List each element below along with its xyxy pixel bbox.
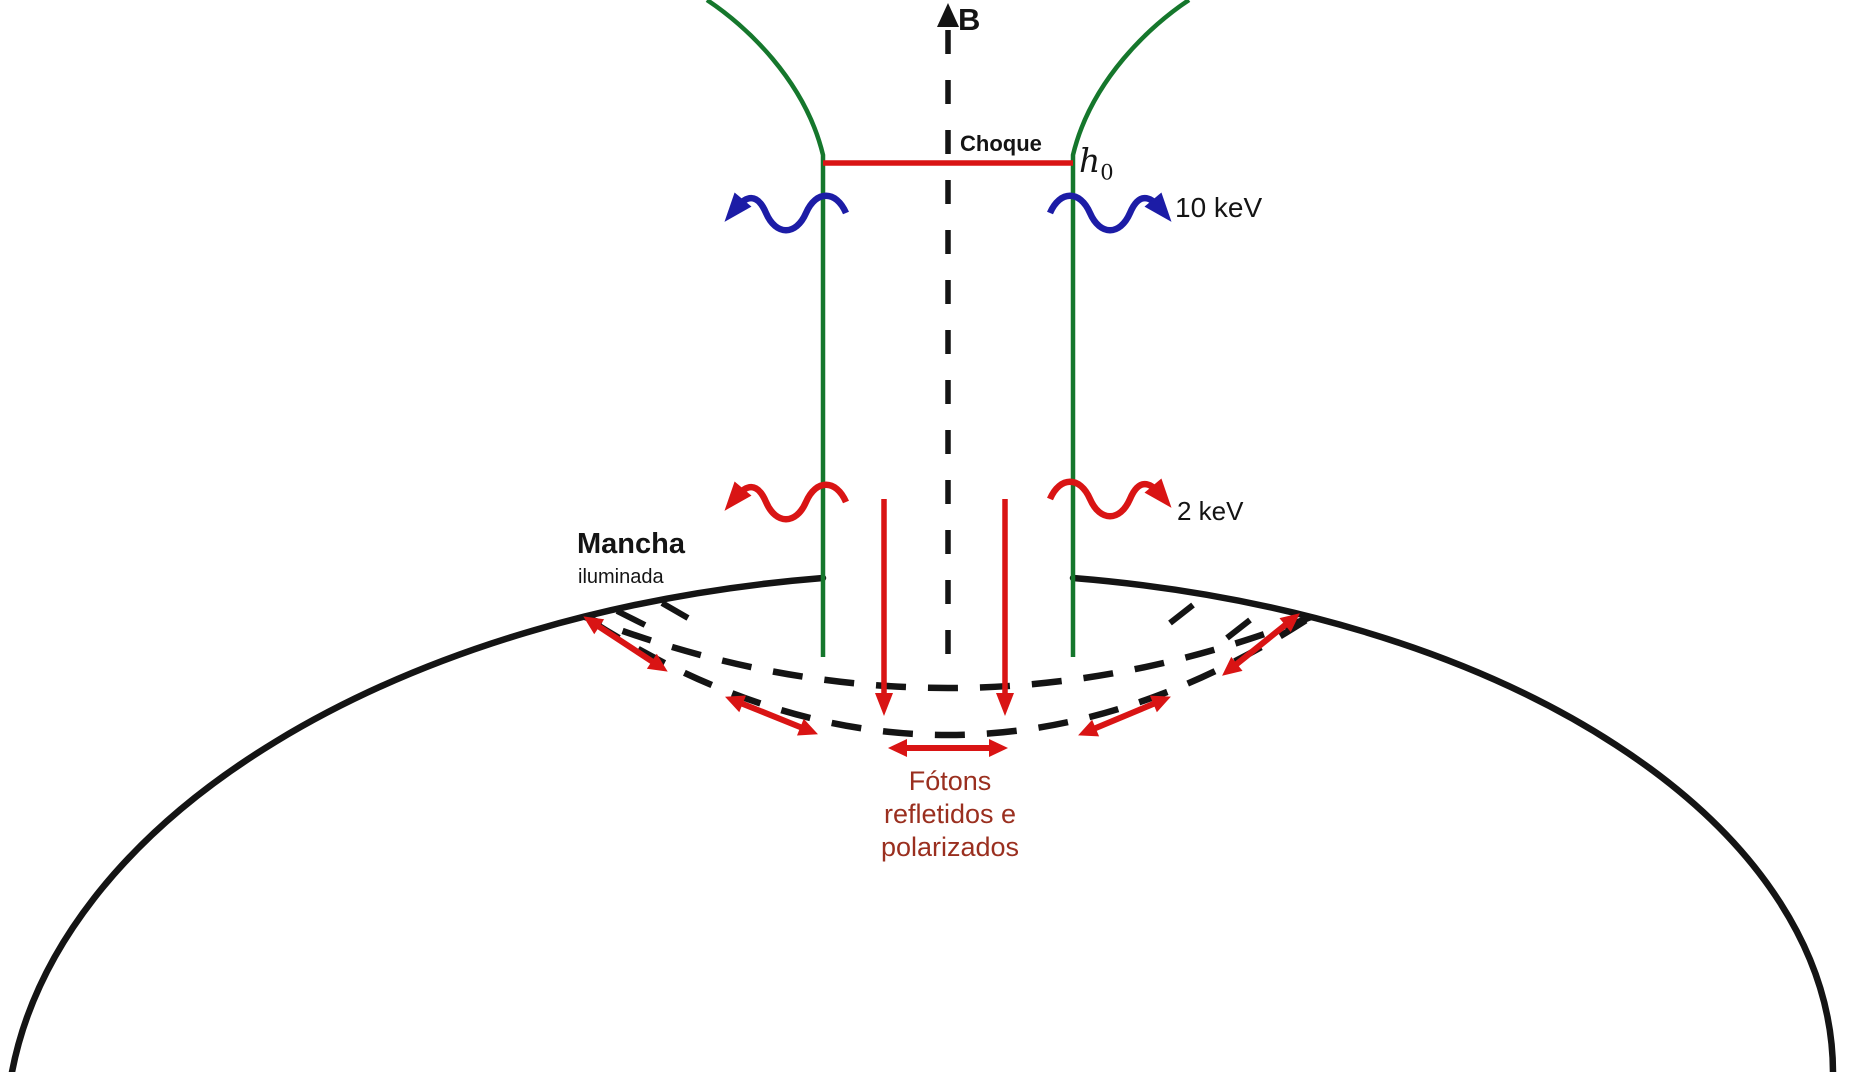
photon-energy-high-label: 10 keV xyxy=(1175,192,1263,223)
reflected-photons-label: Fótons refletidos e polarizados xyxy=(820,765,1080,864)
photon-wave-10kev-left-arrow xyxy=(724,192,849,234)
crater-outer-dashed-curve xyxy=(583,613,1313,692)
crater-inner-dashed-curve xyxy=(583,614,1313,739)
magnetic-field-label: B xyxy=(958,2,981,37)
star-surface-right-arc xyxy=(1069,574,1837,1072)
photon-energy-low-label: 2 keV xyxy=(1177,496,1244,526)
shock-height-symbol: h xyxy=(1079,141,1101,180)
photon-wave-2kev-right-arrow xyxy=(1047,478,1172,520)
crater-hatch-tick xyxy=(660,600,690,621)
photon-wave-10kev-right-arrow xyxy=(1047,192,1172,234)
reflected-photon-arrow-right-outer xyxy=(1222,613,1300,676)
magnetic-axis-arrowhead-icon xyxy=(937,3,959,27)
illuminated-spot-label-line2: iluminada xyxy=(578,566,664,588)
accretion-column-left-wall xyxy=(705,0,826,657)
reflected-photon-arrow-left-inner xyxy=(725,695,818,736)
photon-wave-2kev-left-arrow xyxy=(724,481,849,523)
reflected-photons-label-line2: refletidos e xyxy=(883,799,1017,829)
star-surface-left-arc xyxy=(8,574,827,1072)
shock-height-subscript: 0 xyxy=(1100,160,1114,185)
reflected-photon-arrow-left-outer xyxy=(583,616,668,672)
shock-height-label: h0 xyxy=(1079,141,1114,183)
reflected-photon-arrows xyxy=(583,613,1300,757)
crater-hatch-tick xyxy=(615,608,647,628)
crater-hatch-tick xyxy=(1225,617,1252,641)
reflected-photon-arrow-right-inner xyxy=(1078,695,1171,737)
reflected-photons-label-line3: polarizados xyxy=(880,832,1020,862)
crater-hatch-ticks xyxy=(615,600,1252,641)
shock-label: Choque xyxy=(960,131,1042,156)
accretion-column-right-wall xyxy=(1070,0,1191,657)
reflected-photons-label-line1: Fótons xyxy=(908,766,992,796)
illuminated-spot-label-line1: Mancha xyxy=(577,528,685,560)
crater-hatch-tick xyxy=(1168,602,1195,626)
